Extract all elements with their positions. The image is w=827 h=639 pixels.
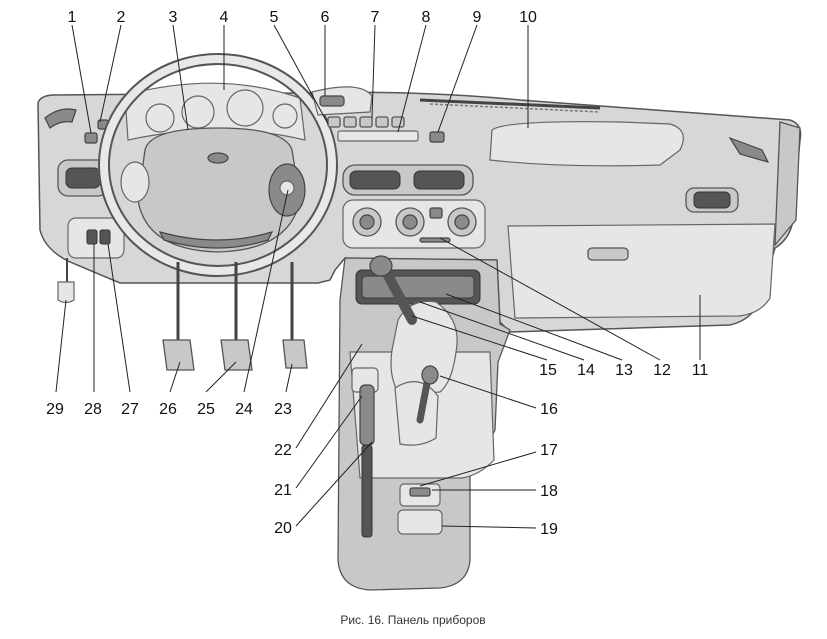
passenger-side [489,121,776,319]
callout-11: 11 [692,362,709,379]
left-side-vent [44,108,77,129]
speedometer [226,89,264,127]
callout-25: 25 [197,401,215,418]
tachometer [145,103,175,133]
switch-c [359,116,373,128]
center-vent-right [413,170,465,190]
center-stack [311,86,486,249]
callout-14: 14 [577,362,595,379]
gear-shift-lever [380,265,417,325]
callout-24: 24 [235,401,253,418]
passenger-airbag-cover [489,121,684,167]
callout-12: 12 [653,362,671,379]
callout-4: 4 [220,9,229,26]
callout-19: 19 [540,521,558,538]
pedals [162,262,308,371]
callout-22: 22 [274,442,292,459]
clutch-pedal [162,339,195,371]
right-side-panel [774,121,801,247]
callout-2: 2 [117,9,126,26]
center-vent-left [349,170,401,190]
leader-lines [55,24,701,529]
left-side-area [44,108,125,304]
fuel-gauge [272,103,298,129]
accelerator-pedal [282,339,308,369]
transfer-case-lever [416,374,432,424]
callout-20: 20 [274,520,292,537]
callout-26: 26 [159,401,177,418]
callout-8: 8 [422,9,431,26]
left-stalk [120,161,150,203]
gear-shift-knob [369,255,393,277]
left-vent-louvers [65,167,101,189]
callout-labels: 1 2 3 4 5 6 7 8 9 10 11 12 13 14 15 16 1… [46,9,708,538]
hazard-switch [319,95,345,107]
heater-knob-middle-center [402,214,418,230]
right-vent-louvers [693,191,731,209]
switch-b [343,116,357,128]
switch-e [391,116,405,128]
callout-13: 13 [615,362,633,379]
handbrake-lever [359,384,375,446]
callout-10: 10 [519,9,537,26]
callout-23: 23 [274,401,292,418]
callout-15: 15 [539,362,557,379]
brake-pedal [220,339,253,371]
callout-28: 28 [84,401,102,418]
steering-wheel [98,53,338,277]
steering-lower-spoke [158,231,274,249]
callout-29: 29 [46,401,64,418]
handbrake-slot [361,444,373,538]
defroster-grille [419,98,601,110]
right-side-vent [728,136,770,163]
callout-27: 27 [121,401,139,418]
center-console [337,255,511,591]
callout-1: 1 [68,9,77,26]
callout-21: 21 [274,482,292,499]
heater-knob-right-center [454,214,470,230]
radio-panel [337,130,419,142]
callout-7: 7 [371,9,380,26]
switch-a [327,116,341,128]
diff-lock-lamp [409,487,431,497]
glove-box [507,223,776,319]
instrument-cluster [124,82,306,141]
callout-3: 3 [169,9,178,26]
switch-28 [86,229,98,245]
ashtray [397,509,443,535]
headlight-switch [84,132,98,144]
switch-27 [99,229,111,245]
callout-9: 9 [473,9,482,26]
callout-17: 17 [540,442,558,459]
callout-6: 6 [321,9,330,26]
defroster-slots [429,103,601,113]
transfer-case-boot [394,381,439,446]
transfer-case-knob [421,365,439,385]
hood-release-handle [57,281,75,304]
callout-5: 5 [270,9,279,26]
callout-18: 18 [540,483,558,500]
steering-emblem [207,152,229,164]
figure-caption: Рис. 16. Панель приборов [340,613,485,627]
switch-d [375,116,389,128]
glove-box-handle [587,247,629,261]
callout-16: 16 [540,401,558,418]
heater-knob-left-center [359,214,375,230]
console-tray-inner [361,275,475,299]
clock-button [429,131,445,143]
ac-button [429,207,443,219]
